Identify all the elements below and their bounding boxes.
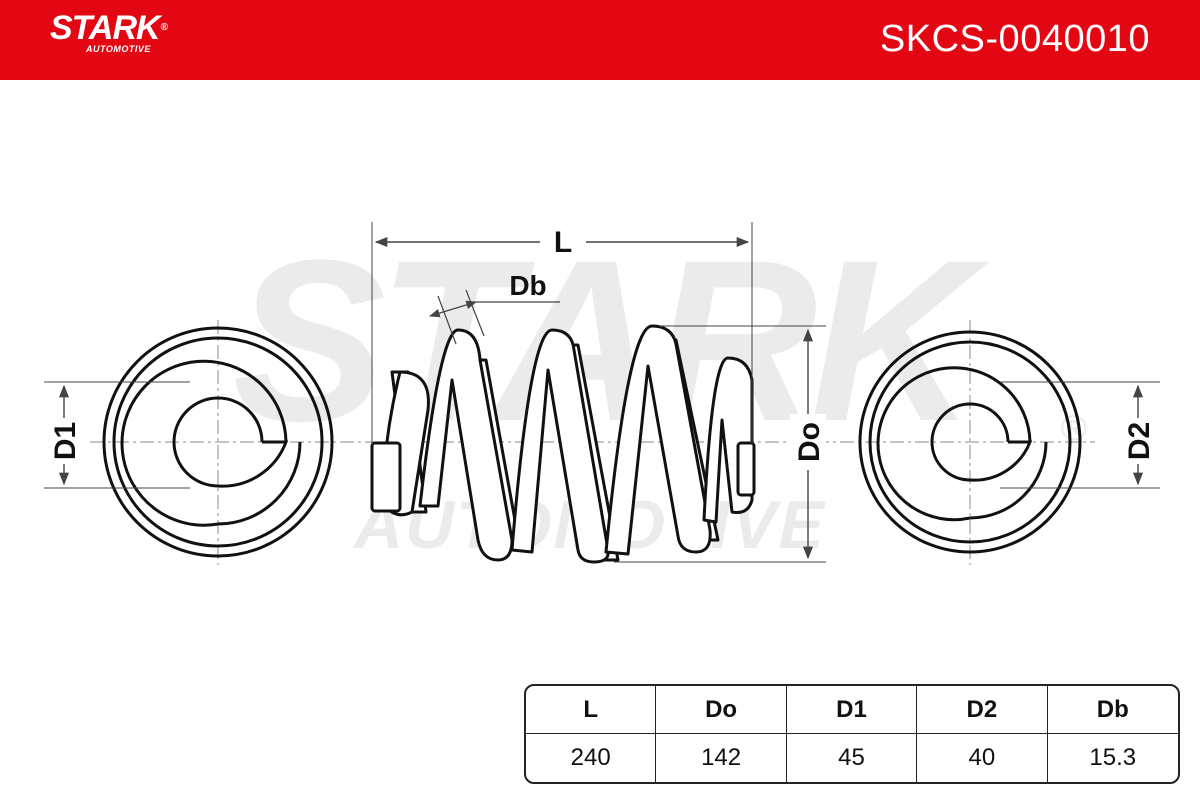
watermark-stark: STARK (232, 212, 990, 469)
brand-subtitle: AUTOMOTIVE (86, 44, 151, 54)
dimension-d2: D2 (1000, 381, 1160, 489)
spec-value-do: 142 (656, 734, 787, 782)
spec-header-l: L (526, 686, 657, 734)
spring-end-view-right-icon (858, 330, 1082, 554)
spec-value-db: 15.3 (1089, 744, 1137, 771)
spring-technical-drawing: STARK AUTOMOTIVE ® D1 D2 (44, 212, 1160, 565)
spec-header-do: Do (656, 686, 787, 734)
spec-value-l: 240 (526, 734, 657, 782)
brand-logo: STARK® AUTOMOTIVE (50, 9, 168, 54)
spec-value-d2: 40 (917, 734, 1048, 782)
brand-name: STARK (50, 9, 161, 47)
coil-spring-side-icon (370, 324, 756, 564)
brand-registered-mark: ® (160, 22, 168, 33)
dimension-do: Do (614, 325, 826, 563)
dimension-d1: D1 (44, 381, 190, 489)
label-db: Db (509, 270, 546, 301)
spec-header-d2: D2 (917, 686, 1048, 734)
spec-header-d1: D1 (786, 686, 918, 734)
label-do: Do (793, 422, 826, 462)
spec-header-db: Db (1047, 686, 1178, 734)
dimension-db: Db (428, 270, 560, 345)
spring-end-view-icon (102, 326, 334, 558)
label-d1: D1 (49, 422, 82, 460)
part-number: SKCS-0040010 (879, 18, 1150, 60)
label-l: L (554, 226, 572, 259)
header-bar: STARK® AUTOMOTIVE SKCS-0040010 (0, 0, 1200, 80)
spec-value-d1: 45 (787, 734, 918, 782)
spec-table: L Do D1 D2 Db 240 142 45 40 15.3 (524, 684, 1180, 784)
dimension-l: L (371, 222, 753, 445)
label-d2: D2 (1123, 422, 1156, 460)
